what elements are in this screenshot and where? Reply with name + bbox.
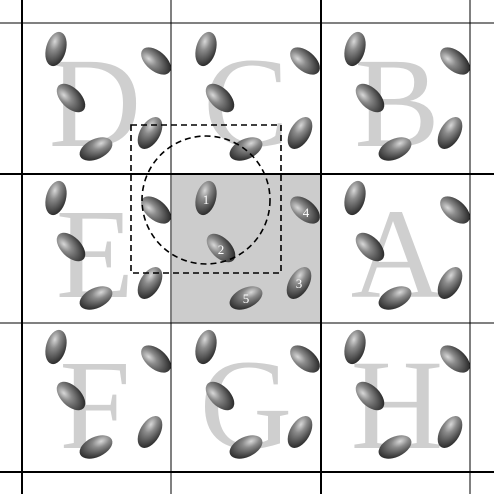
ellipse-marker xyxy=(195,329,217,365)
ellipse-label-2: 2 xyxy=(218,242,225,257)
ellipse-marker xyxy=(79,137,113,161)
ellipse-marker xyxy=(344,180,366,216)
ellipse-marker xyxy=(344,31,366,67)
ellipse-marker xyxy=(355,232,385,262)
ellipse-marker xyxy=(290,196,320,224)
ellipse-marker xyxy=(437,416,463,448)
ellipse-marker xyxy=(344,329,366,365)
ellipse-marker xyxy=(141,196,171,224)
ellipse-marker xyxy=(56,232,86,262)
ellipse-marker xyxy=(205,83,235,113)
ellipse-markers xyxy=(45,31,470,459)
dashed-neighborhood-circle xyxy=(141,135,271,265)
ellipse-marker xyxy=(355,381,385,411)
ellipse-marker xyxy=(206,233,236,263)
ellipse-marker xyxy=(79,435,113,459)
ellipse-marker xyxy=(378,137,412,161)
ellipse-marker xyxy=(229,137,263,161)
ellipse-marker xyxy=(229,286,263,310)
ellipse-label-5: 5 xyxy=(243,291,250,306)
ellipse-marker xyxy=(378,435,412,459)
ellipse-marker xyxy=(229,435,263,459)
center-labels: 1 2 3 4 5 xyxy=(203,192,310,306)
ellipse-marker xyxy=(56,83,86,113)
ellipse-marker xyxy=(440,196,470,224)
ellipse-marker xyxy=(56,381,86,411)
dashed-neighborhood-square xyxy=(130,124,282,274)
ellipse-marker xyxy=(195,180,217,216)
ellipse-marker xyxy=(290,345,320,373)
ellipse-marker xyxy=(137,267,163,299)
ellipse-marker xyxy=(141,345,171,373)
ellipse-marker xyxy=(45,31,67,67)
ellipse-marker xyxy=(287,416,313,448)
ellipse-label-3: 3 xyxy=(296,276,303,291)
ellipse-marker xyxy=(355,83,385,113)
ellipse-marker xyxy=(440,345,470,373)
ellipse-marker xyxy=(79,286,113,310)
ellipse-marker xyxy=(286,267,312,299)
ellipse-marker xyxy=(137,416,163,448)
ellipse-marker xyxy=(287,117,313,149)
ellipse-label-1: 1 xyxy=(203,192,210,207)
ellipse-marker xyxy=(437,117,463,149)
ellipse-marker xyxy=(440,47,470,75)
ellipse-marker xyxy=(205,381,235,411)
ellipse-marker xyxy=(290,47,320,75)
ellipse-marker xyxy=(141,47,171,75)
ellipse-marker xyxy=(437,267,463,299)
ellipse-marker xyxy=(45,329,67,365)
ellipse-label-4: 4 xyxy=(303,205,310,220)
ellipse-marker xyxy=(195,31,217,67)
ellipse-marker xyxy=(45,180,67,216)
ellipse-marker xyxy=(378,286,412,310)
